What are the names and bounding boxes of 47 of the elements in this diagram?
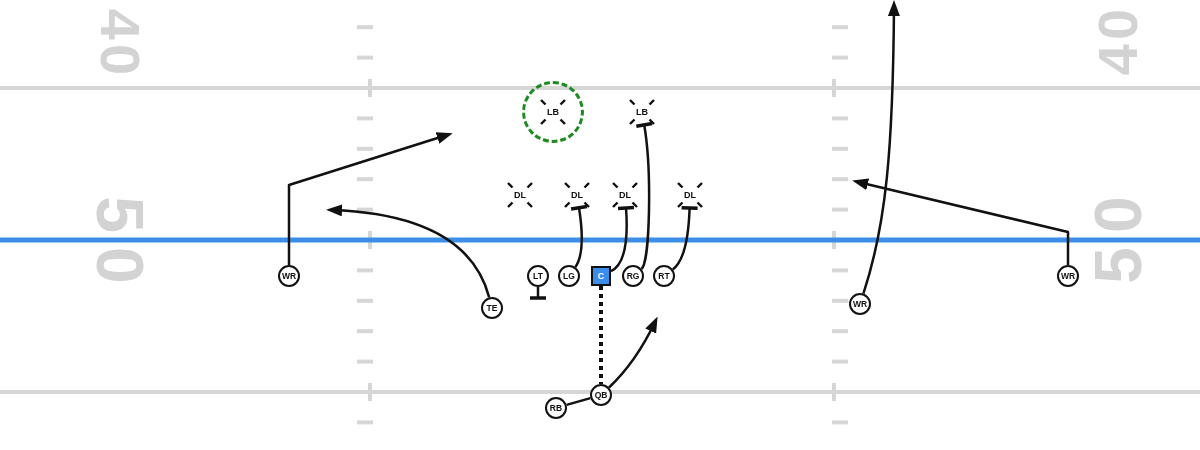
position-label: DL bbox=[514, 190, 526, 200]
position-label: DL bbox=[684, 190, 696, 200]
position-label: WR bbox=[1060, 271, 1076, 281]
position-label: RG bbox=[626, 271, 640, 281]
defender-x-marker bbox=[507, 182, 533, 208]
position-label: LG bbox=[563, 271, 575, 281]
player-circle bbox=[527, 265, 549, 287]
position-label: WR bbox=[281, 271, 297, 281]
position-label: WR bbox=[852, 299, 868, 309]
block-line bbox=[569, 204, 589, 268]
player-circle bbox=[622, 265, 644, 287]
route-arrow bbox=[608, 316, 658, 389]
connector-line bbox=[566, 396, 591, 407]
center-square bbox=[591, 266, 611, 286]
player-circle bbox=[849, 293, 871, 315]
position-label: LB bbox=[547, 107, 559, 117]
position-label: QB bbox=[594, 390, 608, 400]
player-circle bbox=[278, 265, 300, 287]
route-arrow bbox=[852, 178, 1070, 265]
position-label: DL bbox=[619, 190, 631, 200]
position-label: C bbox=[597, 271, 605, 281]
route-arrow bbox=[862, 0, 900, 294]
player-circle bbox=[653, 265, 675, 287]
defender-x-marker bbox=[629, 99, 655, 125]
highlight-ring bbox=[522, 81, 584, 143]
snap-line bbox=[599, 286, 603, 384]
position-label: DL bbox=[571, 190, 583, 200]
player-circle bbox=[558, 265, 580, 287]
block-line bbox=[528, 287, 548, 300]
position-label: RT bbox=[658, 271, 670, 281]
defender-x-marker bbox=[564, 182, 590, 208]
player-circle bbox=[590, 384, 612, 406]
block-line bbox=[671, 205, 700, 271]
block-line bbox=[610, 205, 636, 273]
route-arrow bbox=[326, 204, 491, 298]
position-label: LB bbox=[636, 107, 648, 117]
defender-x-marker bbox=[677, 182, 703, 208]
position-label: TE bbox=[486, 303, 498, 313]
defender-x-marker bbox=[540, 99, 566, 125]
position-label: LT bbox=[533, 271, 543, 281]
player-circle bbox=[1057, 265, 1079, 287]
route-arrow bbox=[287, 132, 453, 265]
block-line bbox=[634, 121, 654, 270]
player-circle bbox=[545, 397, 567, 419]
player-circle bbox=[481, 297, 503, 319]
position-label: RB bbox=[549, 403, 563, 413]
defender-x-marker bbox=[612, 182, 638, 208]
